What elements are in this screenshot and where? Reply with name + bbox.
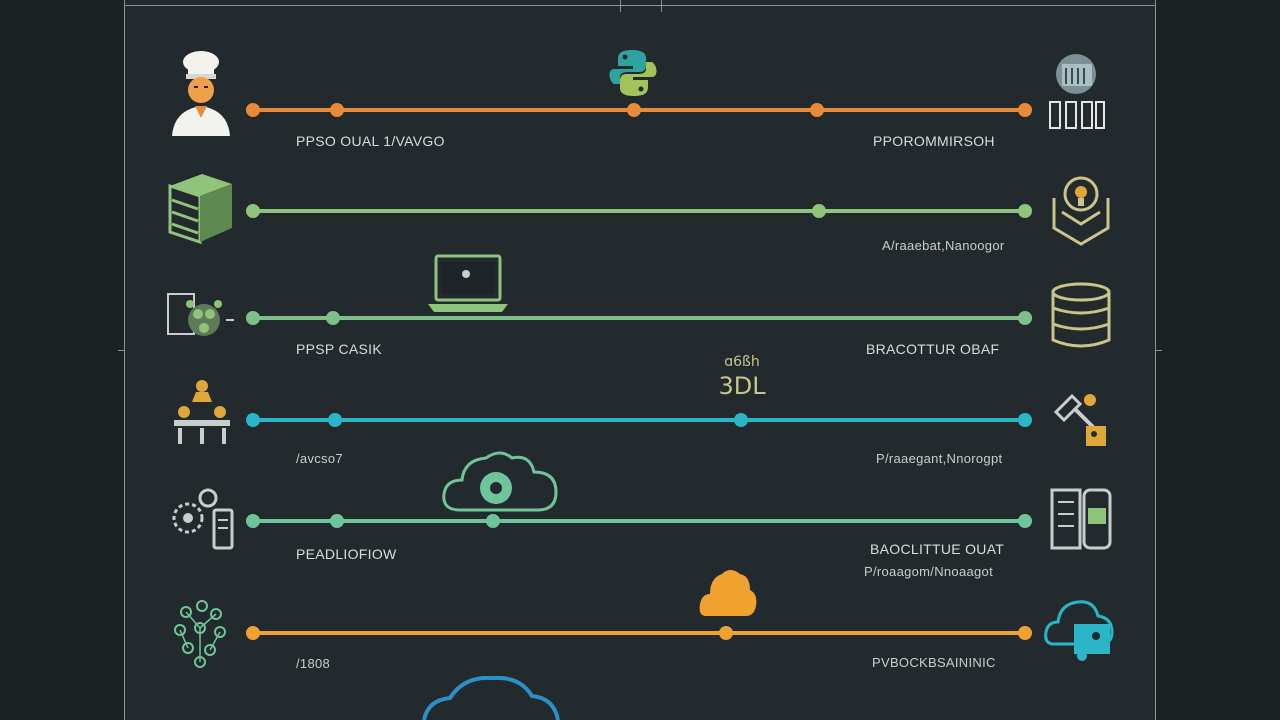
timeline-node [326, 311, 340, 325]
cloud-puzzle-icon [1044, 600, 1114, 661]
timeline-node [719, 626, 733, 640]
timeline-line [253, 418, 1026, 422]
timeline-node [246, 204, 260, 218]
brain-network-icon [167, 293, 234, 336]
database-stack-icon [168, 174, 232, 245]
timeline-line [253, 519, 1026, 523]
cloud-gear-icon [442, 451, 558, 512]
timeline-line [253, 631, 1026, 635]
timeline-node [486, 514, 500, 528]
timeline-node [246, 626, 260, 640]
timeline-node [246, 514, 260, 528]
timeline-line [253, 316, 1026, 320]
timeline-node [1018, 311, 1032, 325]
top-ornament [620, 0, 662, 12]
file-cabinet-icon [1050, 488, 1112, 550]
timeline-node [1018, 204, 1032, 218]
row-right-label: A/raaebat,Nanoogor [882, 238, 1005, 253]
row-left-label: PEADLIOFIOW [296, 546, 397, 562]
timeline-node [246, 311, 260, 325]
team-people-icon [174, 380, 230, 444]
timeline-node [330, 103, 344, 117]
tools-icon [1053, 393, 1106, 446]
database-cylinder-icon [1051, 282, 1111, 348]
timeline-node [1018, 413, 1032, 427]
frame-tick [1156, 350, 1162, 351]
timeline-node [246, 103, 260, 117]
lightbulb-head-icon [1052, 176, 1110, 246]
row-left-label: PPSO OUAL 1/VAVGO [296, 133, 445, 149]
timeline-node [1018, 103, 1032, 117]
gears-phone-icon [172, 488, 234, 550]
ai-brain-icon [174, 600, 226, 668]
timeline-node [812, 204, 826, 218]
timeline-node [330, 514, 344, 528]
python-logo-icon [609, 50, 657, 96]
row-left-label: /1808 [296, 656, 331, 671]
timeline-node [810, 103, 824, 117]
timeline-line [253, 209, 1026, 213]
server-rack-icon [1049, 54, 1105, 129]
row-left-label: PPSP CASIK [296, 341, 383, 357]
timeline-node [246, 413, 260, 427]
timeline-node [1018, 626, 1032, 640]
chef-icon [172, 51, 230, 136]
row-right-label: BAOCLITTUE OUAT [870, 541, 1005, 557]
row-right-label: P/raaegant,Nnorogpt [876, 451, 1003, 466]
center-caption: 3DL [718, 372, 766, 400]
row-right-label: PPOROMMIRSOH [873, 133, 995, 149]
timeline-node [734, 413, 748, 427]
timeline-node [328, 413, 342, 427]
diagram-panel [124, 0, 1156, 720]
top-border [124, 5, 1156, 6]
laptop-icon [428, 254, 508, 312]
orange-cloud-icon [699, 570, 757, 616]
timeline-node [627, 103, 641, 117]
row-left-label: /avcso7 [296, 451, 343, 466]
timeline-node [1018, 514, 1032, 528]
row-right-sublabel: P/roaagom/Nnoaagot [864, 564, 993, 579]
row-right-label: PVBOCKBSAININIC [872, 655, 996, 670]
bottom-cloud-icon [422, 676, 560, 720]
row-right-label: BRACOTTUR OBAF [866, 341, 1000, 357]
frame-tick [118, 350, 124, 351]
center-caption-top: ɑ6ßh [724, 354, 760, 370]
